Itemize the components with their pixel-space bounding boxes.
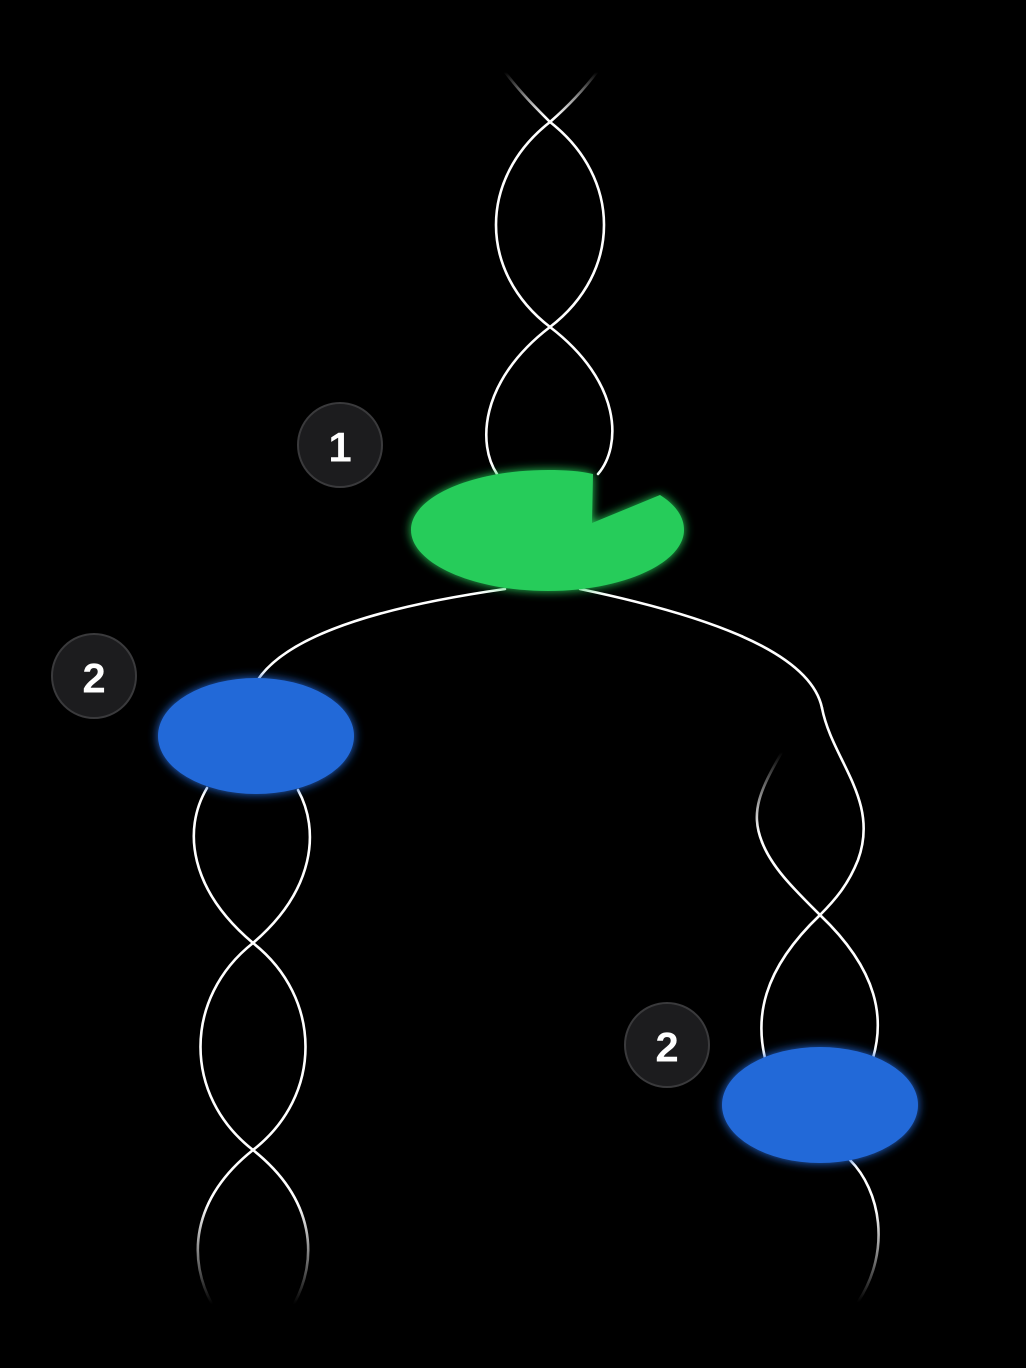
right-helix-strand (755, 706, 880, 1304)
badge-label: 2 (82, 655, 105, 702)
badge-label: 1 (328, 424, 351, 471)
right-child-badge: 2 (624, 1002, 710, 1088)
left-helix-strand (192, 786, 312, 1306)
right-helix-fade-upper (755, 750, 784, 844)
left-child-node[interactable] (158, 678, 354, 794)
right-child-node[interactable] (722, 1047, 918, 1163)
right-helix-fade-lower (848, 1158, 880, 1304)
left-helix-strand-a (192, 786, 256, 1152)
badge-circle (624, 1002, 710, 1088)
root-node-badge: 1 (297, 402, 383, 488)
badge-label: 2 (655, 1024, 678, 1071)
branch-edges (255, 587, 824, 710)
badge-circle (297, 402, 383, 488)
top-helix-strand-a (485, 120, 553, 476)
right-helix-strand-a (760, 706, 865, 1060)
left-helix-strand-b (250, 788, 312, 1152)
edge-root-to-left (255, 587, 507, 683)
edge-root-to-right (578, 587, 824, 710)
right-helix-strand-b (760, 840, 880, 1060)
left-helix-fade-segment (196, 1148, 310, 1306)
root-node[interactable] (411, 470, 684, 591)
top-helix-strand-b (547, 120, 614, 476)
left-child-badge: 2 (51, 633, 137, 719)
top-helix-fade-segment (503, 70, 599, 124)
badge-circle (51, 633, 137, 719)
top-helix-strand (485, 70, 614, 476)
